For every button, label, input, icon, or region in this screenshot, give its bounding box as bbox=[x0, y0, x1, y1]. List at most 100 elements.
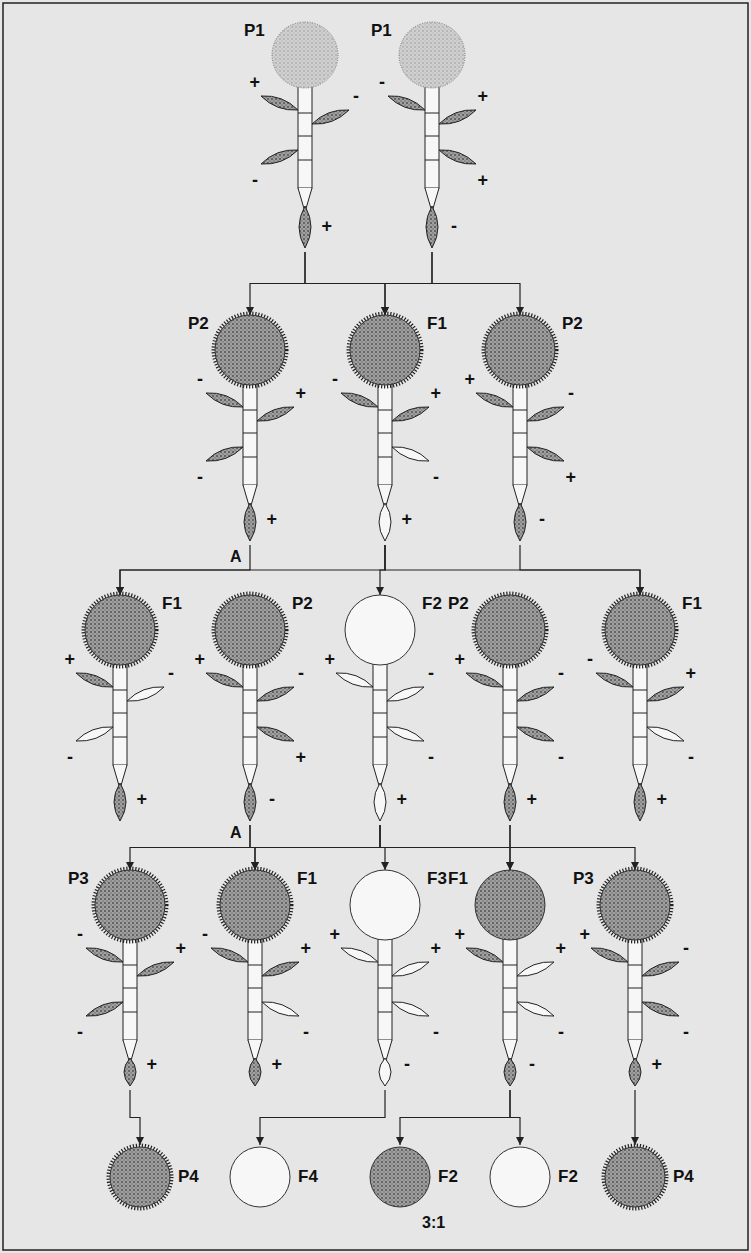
plant-figure: F2 bbox=[318, 595, 442, 825]
tail-leaf bbox=[244, 503, 256, 541]
head-fringe bbox=[109, 1146, 172, 1209]
sign-mark: + bbox=[322, 217, 333, 235]
leaf bbox=[517, 687, 554, 701]
tail-leaf bbox=[114, 783, 126, 821]
leaf bbox=[387, 687, 424, 701]
head-fringe bbox=[604, 1146, 667, 1209]
leaf bbox=[392, 1002, 429, 1016]
generation-label: F4 bbox=[298, 1168, 318, 1187]
stem-band bbox=[298, 113, 312, 114]
leaf bbox=[466, 948, 503, 962]
offspring-circle: F4 bbox=[225, 1145, 335, 1209]
sign-mark: - bbox=[568, 384, 574, 402]
sign-mark: - bbox=[433, 468, 439, 486]
sign-mark: + bbox=[431, 384, 442, 402]
stem bbox=[503, 661, 517, 765]
sign-mark: - bbox=[558, 664, 564, 682]
stem-band bbox=[113, 737, 127, 738]
tail-leaf bbox=[374, 783, 386, 821]
generation-label: F2 bbox=[558, 1168, 578, 1187]
descent-line bbox=[380, 825, 510, 870]
generation-label: P1 bbox=[244, 22, 265, 41]
leaf bbox=[211, 948, 248, 962]
descent-line bbox=[305, 252, 385, 315]
sign-mark: + bbox=[195, 650, 206, 668]
sign-mark: - bbox=[269, 790, 275, 808]
stem bbox=[378, 936, 392, 1040]
ratio-label: 3:1 bbox=[420, 1214, 447, 1232]
stem-band bbox=[248, 965, 262, 966]
stem-band bbox=[628, 965, 642, 966]
stem-band bbox=[243, 737, 257, 738]
generation-label: P4 bbox=[178, 1168, 199, 1187]
stem-band bbox=[425, 136, 439, 137]
descent-line bbox=[385, 252, 432, 315]
descent-line bbox=[130, 1090, 140, 1145]
generation-label: F1 bbox=[682, 595, 702, 614]
plant-figure: P1 bbox=[370, 22, 494, 252]
sign-mark: - bbox=[539, 510, 545, 528]
generation-label: F3 bbox=[427, 870, 447, 889]
head-circle bbox=[220, 870, 290, 940]
descent-line bbox=[510, 1090, 520, 1145]
plant-figure: F3 bbox=[323, 870, 447, 1090]
head-circle bbox=[215, 315, 285, 385]
stem-band bbox=[513, 457, 527, 458]
leaf bbox=[392, 407, 429, 421]
stem bbox=[513, 381, 527, 485]
plant-drawing bbox=[573, 870, 697, 1090]
generation-label: P2 bbox=[448, 595, 469, 614]
stem-band bbox=[243, 457, 257, 458]
offspring-circle: P4 bbox=[105, 1145, 215, 1209]
plant-figure: P3 bbox=[68, 870, 192, 1090]
plant-figure: F1 bbox=[323, 315, 447, 545]
stem bbox=[123, 936, 137, 1040]
head-circle bbox=[605, 595, 675, 665]
sign-mark: + bbox=[176, 939, 187, 957]
sign-mark: - bbox=[529, 1055, 535, 1073]
stem-band bbox=[503, 988, 517, 989]
head-circle bbox=[600, 870, 670, 940]
tail-leaf bbox=[249, 1058, 261, 1086]
leaf bbox=[86, 1002, 123, 1016]
tail-leaf bbox=[504, 1058, 516, 1086]
generation-label: F1 bbox=[162, 595, 182, 614]
stem-band bbox=[425, 160, 439, 161]
stem-band bbox=[298, 136, 312, 137]
plant-figure: P2 bbox=[448, 595, 572, 825]
offspring-circle: F2 bbox=[485, 1145, 595, 1209]
stem bbox=[243, 661, 257, 765]
leaf bbox=[476, 393, 513, 407]
offspring-drawing bbox=[225, 1145, 335, 1209]
leaf bbox=[439, 110, 476, 124]
generation-label: P2 bbox=[292, 595, 313, 614]
leaf bbox=[137, 962, 174, 976]
head-circle bbox=[605, 1147, 665, 1207]
plant-figure: F1 bbox=[193, 870, 317, 1090]
tail-leaf bbox=[426, 206, 438, 248]
descent-line bbox=[634, 1090, 635, 1145]
stem bbox=[298, 84, 312, 188]
stem-band bbox=[378, 410, 392, 411]
sign-mark: - bbox=[77, 1023, 83, 1041]
descent-line bbox=[385, 545, 640, 595]
generation-label: P4 bbox=[673, 1168, 694, 1187]
stem-band bbox=[503, 713, 517, 714]
stem-band bbox=[513, 433, 527, 434]
sign-mark: + bbox=[686, 664, 697, 682]
sign-mark: - bbox=[428, 748, 434, 766]
plant-figure: F1 bbox=[58, 595, 182, 825]
leaf bbox=[647, 727, 684, 741]
sign-mark: - bbox=[379, 73, 385, 91]
descent-line bbox=[250, 252, 305, 315]
plant-drawing bbox=[68, 870, 192, 1090]
leaf bbox=[206, 447, 243, 461]
leaf bbox=[257, 687, 294, 701]
leaf bbox=[262, 962, 299, 976]
sign-mark: - bbox=[688, 748, 694, 766]
sign-mark: + bbox=[455, 650, 466, 668]
generation-label: P1 bbox=[371, 22, 392, 41]
sign-mark: + bbox=[330, 925, 341, 943]
descent-line bbox=[250, 825, 255, 870]
